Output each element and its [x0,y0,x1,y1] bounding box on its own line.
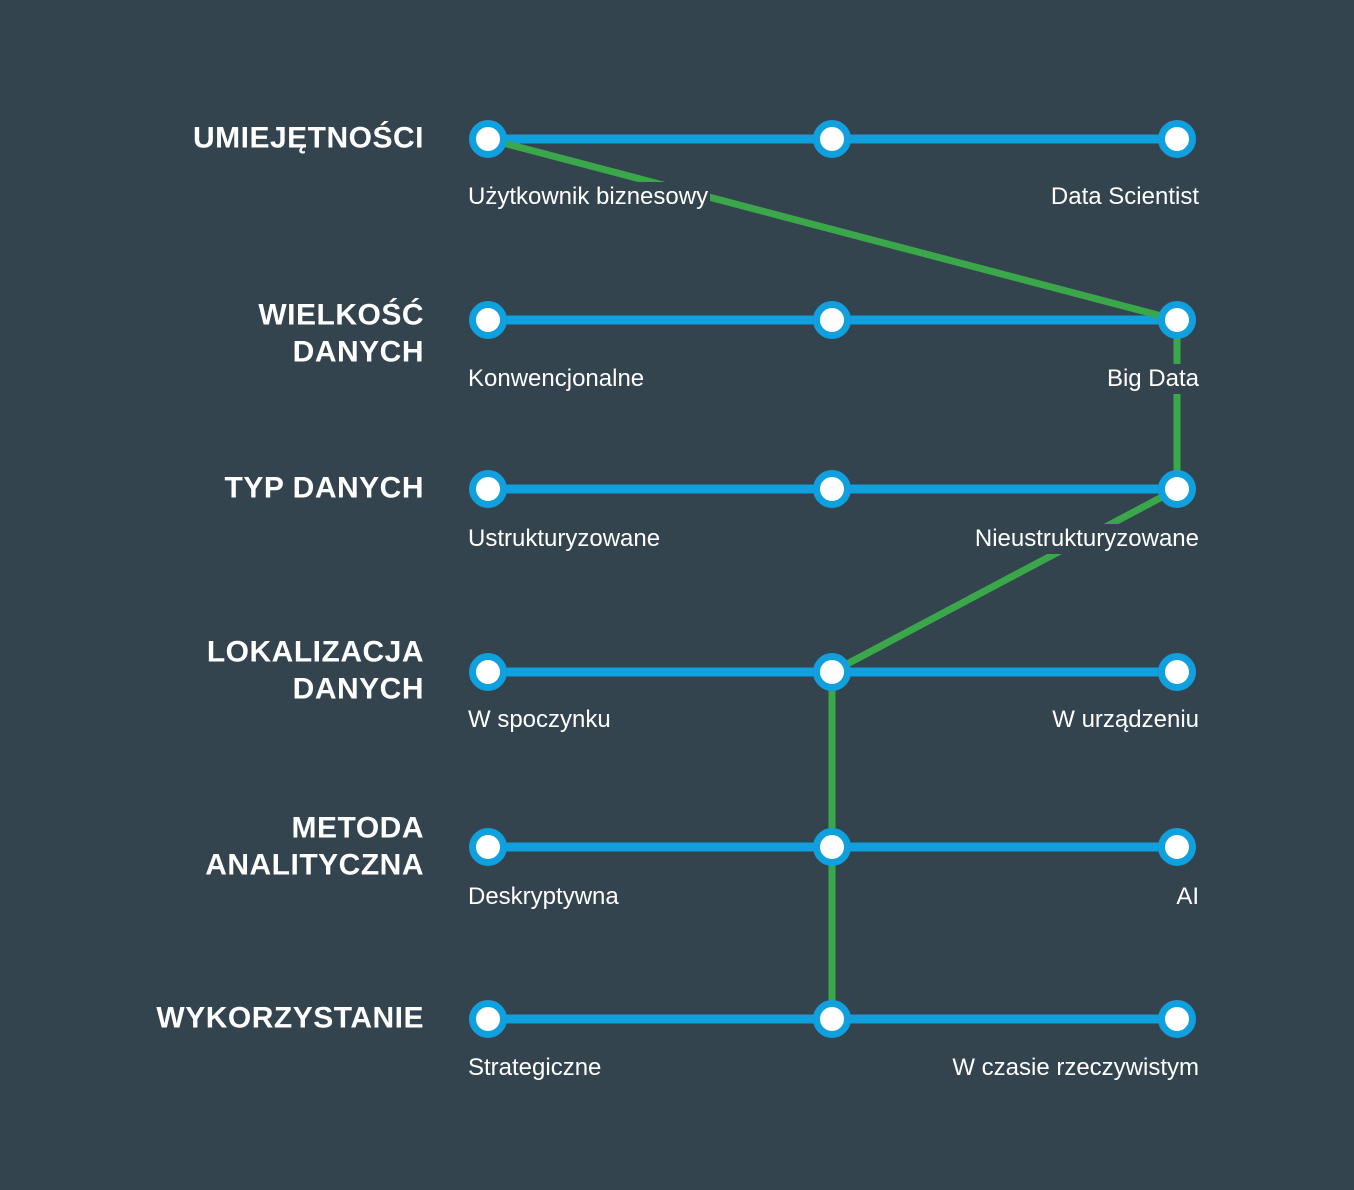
node-wykorzystanie-middle[interactable] [813,1000,851,1038]
endpoint-label-wielkosc-danych-left: Konwencjonalne [466,364,647,394]
endpoint-label-lokalizacja-danych-left: W spoczynku [466,705,613,735]
node-umiejetnosci-middle[interactable] [813,120,851,158]
node-metoda-analityczna-right[interactable] [1158,828,1196,866]
dimension-label-wielkosc-danych: WIELKOŚĆ DANYCH [258,298,424,368]
node-wielkosc-danych-left[interactable] [469,301,507,339]
node-wielkosc-danych-middle[interactable] [813,301,851,339]
node-umiejetnosci-left[interactable] [469,120,507,158]
endpoint-label-wielkosc-danych-right: Big Data [1104,364,1201,394]
dimension-label-metoda-analityczna: METODA ANALITYCZNA [205,811,424,881]
endpoint-label-typ-danych-right: Nieustrukturyzowane [972,524,1201,554]
node-umiejetnosci-right[interactable] [1158,120,1196,158]
node-lokalizacja-danych-middle[interactable] [813,653,851,691]
node-wykorzystanie-left[interactable] [469,1000,507,1038]
endpoint-label-wykorzystanie-left: Strategiczne [466,1053,604,1083]
endpoint-label-wykorzystanie-right: W czasie rzeczywistym [950,1053,1201,1083]
node-lokalizacja-danych-left[interactable] [469,653,507,691]
node-lokalizacja-danych-right[interactable] [1158,653,1196,691]
dimension-label-typ-danych: TYP DANYCH [224,471,424,505]
endpoint-label-typ-danych-left: Ustrukturyzowane [466,524,663,554]
green-path-segment [830,485,1179,676]
dimension-label-umiejetnosci: UMIEJĘTNOŚCI [192,121,424,155]
green-selection-path [487,135,1181,1019]
node-typ-danych-right[interactable] [1158,470,1196,508]
endpoint-label-umiejetnosci-right: Data Scientist [1048,182,1201,212]
node-wielkosc-danych-right[interactable] [1158,301,1196,339]
node-metoda-analityczna-middle[interactable] [813,828,851,866]
dimension-label-wykorzystanie: WYKORZYSTANIE [156,1001,424,1035]
node-metoda-analityczna-left[interactable] [469,828,507,866]
green-path-segment [487,135,1178,324]
endpoint-label-metoda-analityczna-right: AI [1174,882,1201,912]
node-typ-danych-left[interactable] [469,470,507,508]
endpoint-label-metoda-analityczna-left: Deskryptywna [466,882,621,912]
endpoint-label-umiejetnosci-left: Użytkownik biznesowy [466,182,711,212]
node-wykorzystanie-right[interactable] [1158,1000,1196,1038]
node-typ-danych-middle[interactable] [813,470,851,508]
endpoint-label-lokalizacja-danych-right: W urządzeniu [1050,705,1201,735]
dimension-label-lokalizacja-danych: LOKALIZACJA DANYCH [206,635,424,705]
